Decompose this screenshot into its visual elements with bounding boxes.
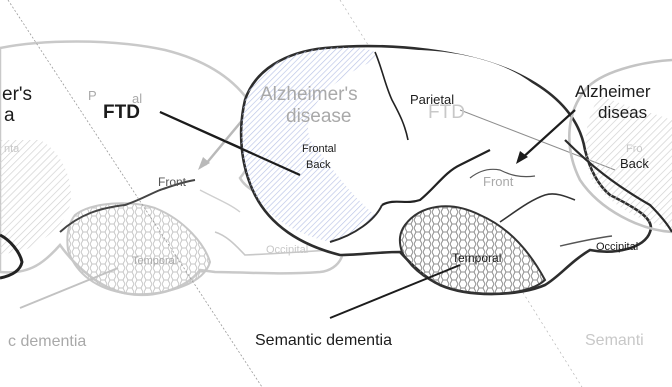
center-temporal-label: Temporal (452, 251, 501, 265)
left-semantic-fragment: c dementia (8, 333, 86, 350)
left-ftd-label: FTD (103, 102, 140, 123)
semantic-temporal-pointer (330, 265, 460, 318)
center-back-label: Back (306, 159, 331, 171)
left-front-label: Front (158, 175, 187, 189)
center-ftd-label: FTD (428, 102, 465, 123)
center-semantic-dementia-label: Semantic dementia (255, 332, 392, 349)
center-front-label: Front (483, 174, 514, 189)
center-frontal-label: Frontal (302, 143, 336, 155)
left-small-fragment: nta (4, 143, 20, 155)
center-alzheimers-line1: Alzheimer's (260, 84, 358, 105)
right-alzheimers-line2: diseas (598, 103, 647, 122)
center-occipital-label: Occipital (596, 241, 638, 253)
right-frontal-fragment: Fro (626, 143, 643, 155)
left-temporal-label: Temporal (132, 255, 177, 267)
left-alzheimer-fragment-line2: a (4, 105, 15, 126)
right-semantic-fragment: Semanti (585, 332, 644, 349)
left-occipital-label: Occipital (266, 244, 308, 256)
right-back-fragment: Back (620, 156, 649, 171)
center-alzheimers-line2: disease (286, 106, 352, 127)
left-alzheimer-fragment: er's (2, 84, 32, 105)
left-parietal-fragment: P (88, 88, 97, 103)
right-alzheimers-line1: Alzheimer (575, 82, 651, 101)
